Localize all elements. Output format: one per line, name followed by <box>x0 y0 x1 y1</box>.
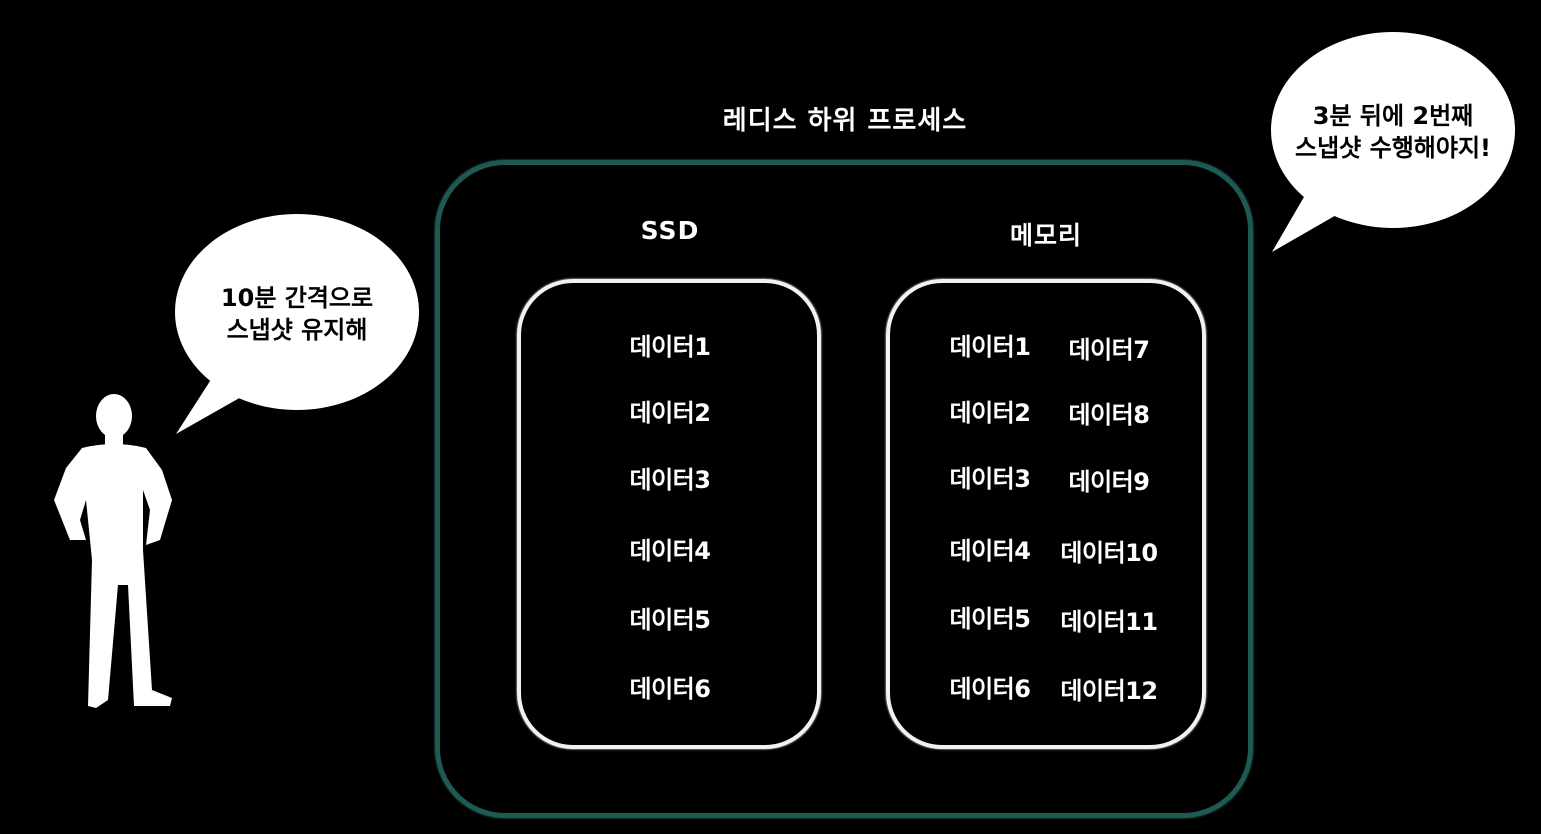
memory-data-item: 데이터10 <box>1060 539 1158 567</box>
memory-data-item: 데이터9 <box>1068 468 1150 496</box>
memory-data-item: 데이터12 <box>1060 677 1158 705</box>
memory-label: 메모리 <box>1009 221 1083 250</box>
person-bubble-line: 스냅샷 유지해 <box>226 316 368 344</box>
ssd-data-item: 데이터1 <box>629 333 711 361</box>
process-bubble-text: 3분 뒤에 2번째 스냅샷 수행해야지! <box>1295 100 1491 164</box>
ssd-data-item: 데이터5 <box>629 606 711 634</box>
ssd-box <box>517 279 821 749</box>
memory-data-item: 데이터5 <box>949 605 1031 633</box>
person-speech-bubble <box>175 214 419 434</box>
memory-data-item: 데이터2 <box>949 399 1031 427</box>
memory-data-item: 데이터7 <box>1068 336 1150 364</box>
process-speech-bubble <box>1271 32 1515 252</box>
person-bubble-line: 10분 간격으로 <box>220 284 374 312</box>
memory-box <box>886 279 1206 749</box>
memory-data-item: 데이터1 <box>949 333 1031 361</box>
redis-subprocess-container <box>435 160 1253 818</box>
ssd-label: SSD <box>640 216 700 245</box>
person-bubble-text: 10분 간격으로 스냅샷 유지해 <box>221 282 373 346</box>
diagram-title: 레디스 하위 프로세스 <box>722 106 968 136</box>
person-silhouette-icon <box>54 394 172 708</box>
ssd-data-item: 데이터4 <box>629 537 711 565</box>
process-bubble-line: 스냅샷 수행해야지! <box>1295 134 1491 162</box>
ssd-data-item: 데이터2 <box>629 399 711 427</box>
memory-data-item: 데이터3 <box>949 465 1031 493</box>
memory-data-item: 데이터6 <box>949 675 1031 703</box>
ssd-data-item: 데이터3 <box>629 466 711 494</box>
memory-data-item: 데이터8 <box>1068 401 1150 429</box>
memory-data-item: 데이터4 <box>949 537 1031 565</box>
memory-data-item: 데이터11 <box>1060 608 1158 636</box>
process-bubble-line: 3분 뒤에 2번째 <box>1312 102 1474 130</box>
ssd-data-item: 데이터6 <box>629 675 711 703</box>
